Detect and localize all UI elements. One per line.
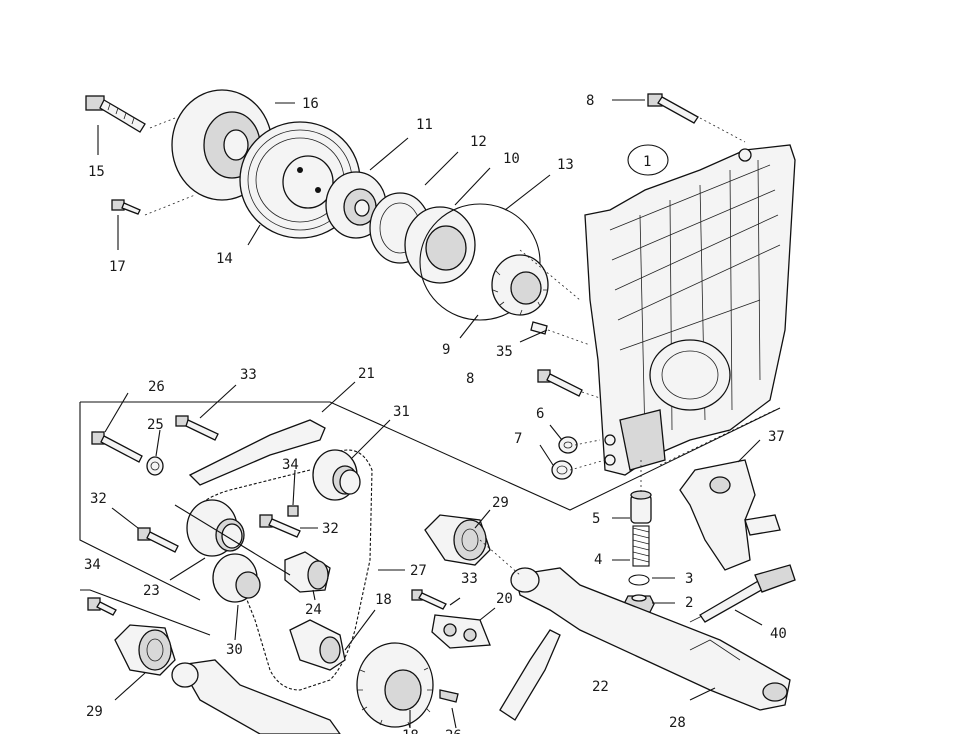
label-33-lower: 33	[461, 571, 478, 587]
label-8-top: 8	[586, 93, 594, 109]
label-17: 17	[109, 259, 126, 275]
pin-26-lower	[439, 689, 459, 703]
label-26-lower: 26	[445, 728, 462, 734]
bracket-37	[679, 459, 781, 571]
bolt-33-lower	[411, 589, 447, 610]
label-22: 22	[592, 679, 609, 695]
o-ring-13	[419, 203, 541, 321]
label-20: 20	[496, 591, 513, 607]
bolt-8-top	[647, 93, 699, 124]
label-8-mid: 8	[466, 371, 474, 387]
tool-40	[689, 564, 796, 623]
label-18-lower: 18	[402, 728, 419, 734]
guide-26-upper	[289, 619, 346, 671]
idler-24	[284, 551, 331, 593]
bolt-15	[85, 95, 146, 133]
tensioner-20	[431, 614, 491, 649]
spring-4	[632, 525, 650, 567]
label-29-right: 29	[492, 495, 509, 511]
label-1: 1	[643, 154, 651, 170]
label-14: 14	[216, 251, 233, 267]
label-35: 35	[496, 344, 513, 360]
timing-cover	[584, 144, 796, 476]
label-4: 4	[594, 552, 602, 568]
bolt-26	[91, 431, 143, 463]
label-32-right: 32	[322, 521, 339, 537]
crank-sprocket-9	[491, 254, 549, 316]
sprocket-30	[212, 553, 261, 603]
frame-lines	[79, 401, 781, 636]
guide-rail-22	[499, 629, 561, 721]
label-15: 15	[88, 164, 105, 180]
label-29-left: 29	[86, 704, 103, 720]
label-6: 6	[536, 406, 544, 422]
label-9: 9	[442, 342, 450, 358]
bolt-34-left	[87, 597, 117, 616]
label-28: 28	[669, 715, 686, 731]
label-27: 27	[410, 563, 427, 579]
label-11: 11	[416, 117, 433, 133]
guide-rail-21	[188, 419, 326, 486]
label-31: 31	[393, 404, 410, 420]
label-34-upper: 34	[282, 457, 299, 473]
o-ring-3	[628, 574, 650, 586]
camshaft-lower	[171, 659, 341, 734]
bolt-32-left	[137, 527, 179, 553]
label-5: 5	[592, 511, 600, 527]
label-26: 26	[148, 379, 165, 395]
sprocket-18	[356, 642, 434, 729]
bolt-32-right	[259, 514, 301, 538]
bolt-17	[111, 199, 141, 215]
label-21: 21	[358, 366, 375, 382]
label-24: 24	[305, 602, 322, 618]
bolt-34-upper	[287, 505, 299, 517]
label-16: 16	[302, 96, 319, 112]
bolt-8-mid	[537, 369, 583, 397]
label-37: 37	[768, 429, 785, 445]
callout-circle-1	[627, 144, 669, 176]
bolt-33-upper	[175, 415, 219, 441]
label-2: 2	[685, 595, 693, 611]
part-labels: 1 2 3 4 5 6 7 8 8 9 10 11 12 13 14 15 16…	[84, 93, 787, 734]
bearing-29-left	[114, 624, 176, 676]
label-7: 7	[514, 431, 522, 447]
leader-lines	[97, 99, 763, 729]
spacer-10	[404, 206, 476, 284]
label-23: 23	[143, 583, 160, 599]
label-12: 12	[470, 134, 487, 150]
label-10: 10	[503, 151, 520, 167]
sprocket-31	[312, 449, 361, 501]
label-13: 13	[557, 157, 574, 173]
label-34-left: 34	[84, 557, 101, 573]
dowel-35	[530, 321, 548, 335]
label-32-left: 32	[90, 491, 107, 507]
label-18-upper: 18	[375, 592, 392, 608]
label-30: 30	[226, 642, 243, 658]
seal-7	[551, 460, 573, 480]
label-40: 40	[770, 626, 787, 642]
label-25: 25	[147, 417, 164, 433]
washer-25	[146, 456, 164, 476]
bearing-29-right	[424, 514, 491, 566]
label-3: 3	[685, 571, 693, 587]
sprocket-23	[186, 499, 245, 557]
label-33-upper: 33	[240, 367, 257, 383]
tensioner-plunger-5	[630, 490, 652, 524]
camshaft-28	[510, 567, 791, 711]
